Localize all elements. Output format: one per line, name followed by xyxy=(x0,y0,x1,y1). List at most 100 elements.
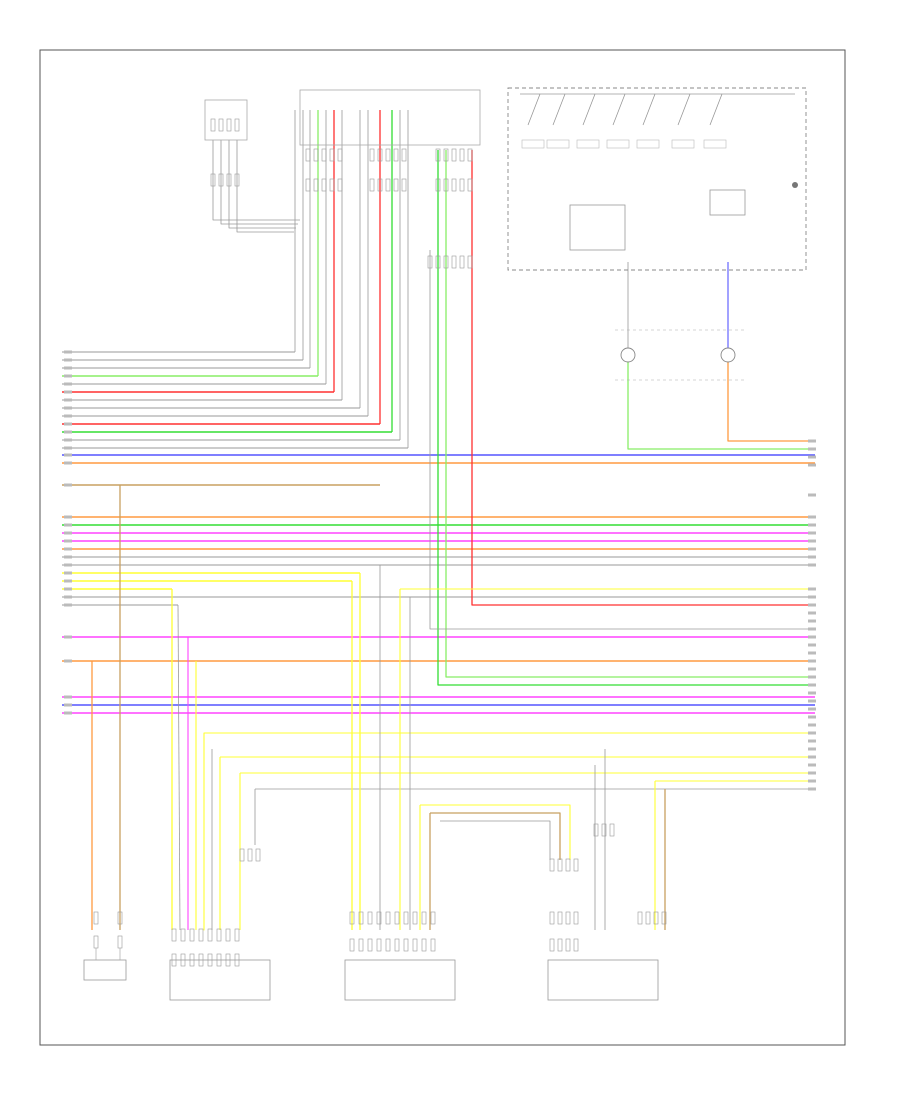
right-row-label-mark xyxy=(808,699,816,703)
switch-label-box xyxy=(606,139,630,149)
top-center-junction-block xyxy=(299,89,481,146)
bottom-center-module xyxy=(344,959,456,1001)
left-row-label-mark xyxy=(64,453,72,457)
br-connector-pin xyxy=(661,911,667,925)
top-left-module-pin xyxy=(226,118,232,132)
left-row-label-mark xyxy=(64,390,72,394)
bc-gray-loop xyxy=(440,820,551,860)
indicator-lamp-right xyxy=(720,347,736,363)
switch-contact xyxy=(527,93,541,126)
right-row-label-mark xyxy=(808,755,816,759)
left-row-label-mark xyxy=(64,382,72,386)
junction-lower-pin xyxy=(329,178,335,192)
junction-lower-pin xyxy=(377,178,383,192)
bcl-connector-pin xyxy=(207,928,213,942)
switch-label-box xyxy=(576,139,600,149)
left-row-label-mark xyxy=(64,515,72,519)
bcl-connector-pin xyxy=(234,953,240,967)
left-row-label-mark xyxy=(64,595,72,599)
right-row-label-mark xyxy=(808,611,816,615)
bc-connector-pin xyxy=(412,938,418,952)
junction-pin xyxy=(321,148,327,162)
br-upper-pin xyxy=(557,858,563,872)
bc-connector-pin xyxy=(421,938,427,952)
br-connector-pin xyxy=(557,911,563,925)
br-connector-pin xyxy=(653,911,659,925)
br-upper-pin xyxy=(565,858,571,872)
bc-connector-pin xyxy=(367,911,373,925)
right-row-label-mark xyxy=(808,563,816,567)
right-row-label-mark xyxy=(808,691,816,695)
junction-bottom-pin xyxy=(451,255,457,269)
bcl-connector-pin xyxy=(198,953,204,967)
bc-connector-pin xyxy=(430,911,436,925)
right-row-label-mark xyxy=(808,493,816,497)
switch-label-box xyxy=(521,139,545,149)
junction-pin xyxy=(313,148,319,162)
junction-lower-pin xyxy=(451,178,457,192)
left-row-label-mark xyxy=(64,398,72,402)
junction-pin xyxy=(435,148,441,162)
bcl-connector-pin xyxy=(234,928,240,942)
right-row-label-mark xyxy=(808,539,816,543)
right-row-label-mark xyxy=(808,603,816,607)
junction-pin xyxy=(377,148,383,162)
junction-lower-pin xyxy=(401,178,407,192)
junction-lower-pin xyxy=(467,178,473,192)
bcl-connector-pin xyxy=(216,928,222,942)
right-row-label-mark xyxy=(808,439,816,443)
switch-label-box xyxy=(671,139,695,149)
switch-contact xyxy=(612,93,626,126)
junction-pin xyxy=(385,148,391,162)
left-row-label-mark xyxy=(64,563,72,567)
junction-lower-pin xyxy=(393,178,399,192)
right-row-label-mark xyxy=(808,667,816,671)
top-left-connector-pin xyxy=(210,173,216,187)
junction-green-wire xyxy=(445,150,815,678)
junction-pin xyxy=(401,148,407,162)
left-row-label-mark xyxy=(64,446,72,450)
junction-lower-pin xyxy=(443,178,449,192)
bc-connector-pin xyxy=(403,938,409,952)
bcl-connector-pin xyxy=(216,953,222,967)
top-left-module-pin xyxy=(234,118,240,132)
left-row-label-mark xyxy=(64,659,72,663)
left-row-label-mark xyxy=(64,531,72,535)
sensor-pin xyxy=(93,935,99,949)
br-connector-pin xyxy=(565,911,571,925)
junction-pin xyxy=(337,148,343,162)
bcl-upper-pin xyxy=(247,848,253,862)
left-row-label-mark xyxy=(64,603,72,607)
junction-lower-pin xyxy=(313,178,319,192)
switch-contact xyxy=(677,93,691,126)
diagram-frame xyxy=(39,49,846,1046)
bcl-connector-pin xyxy=(180,953,186,967)
right-row-label-mark xyxy=(808,707,816,711)
left-row-label-mark xyxy=(64,414,72,418)
br-connector-pin xyxy=(549,938,555,952)
top-left-wire xyxy=(212,140,300,221)
top-left-wire xyxy=(220,140,298,225)
left-row-label-mark xyxy=(64,579,72,583)
junction-lower-pin xyxy=(321,178,327,192)
right-row-label-mark xyxy=(808,731,816,735)
bcl-upper-pin xyxy=(255,848,261,862)
sensor-pin xyxy=(117,935,123,949)
bcl-connector-pin xyxy=(171,928,177,942)
bcl-upper-pin xyxy=(239,848,245,862)
junction-lower-pin xyxy=(337,178,343,192)
bottom-left-sensor xyxy=(83,959,127,981)
top-left-module-pin xyxy=(210,118,216,132)
junction-gray-wire xyxy=(429,250,815,630)
junction-green-wire xyxy=(437,150,815,686)
right-row-label-mark xyxy=(808,447,816,451)
left-row-label-mark xyxy=(64,406,72,410)
bcl-yellow-long-wire xyxy=(203,732,815,931)
left-row-label-mark xyxy=(64,366,72,370)
junction-red-wire xyxy=(471,150,815,606)
junction-lower-pin xyxy=(385,178,391,192)
br-connector-pin xyxy=(549,911,555,925)
junction-pin xyxy=(305,148,311,162)
left-row-label-mark xyxy=(64,483,72,487)
